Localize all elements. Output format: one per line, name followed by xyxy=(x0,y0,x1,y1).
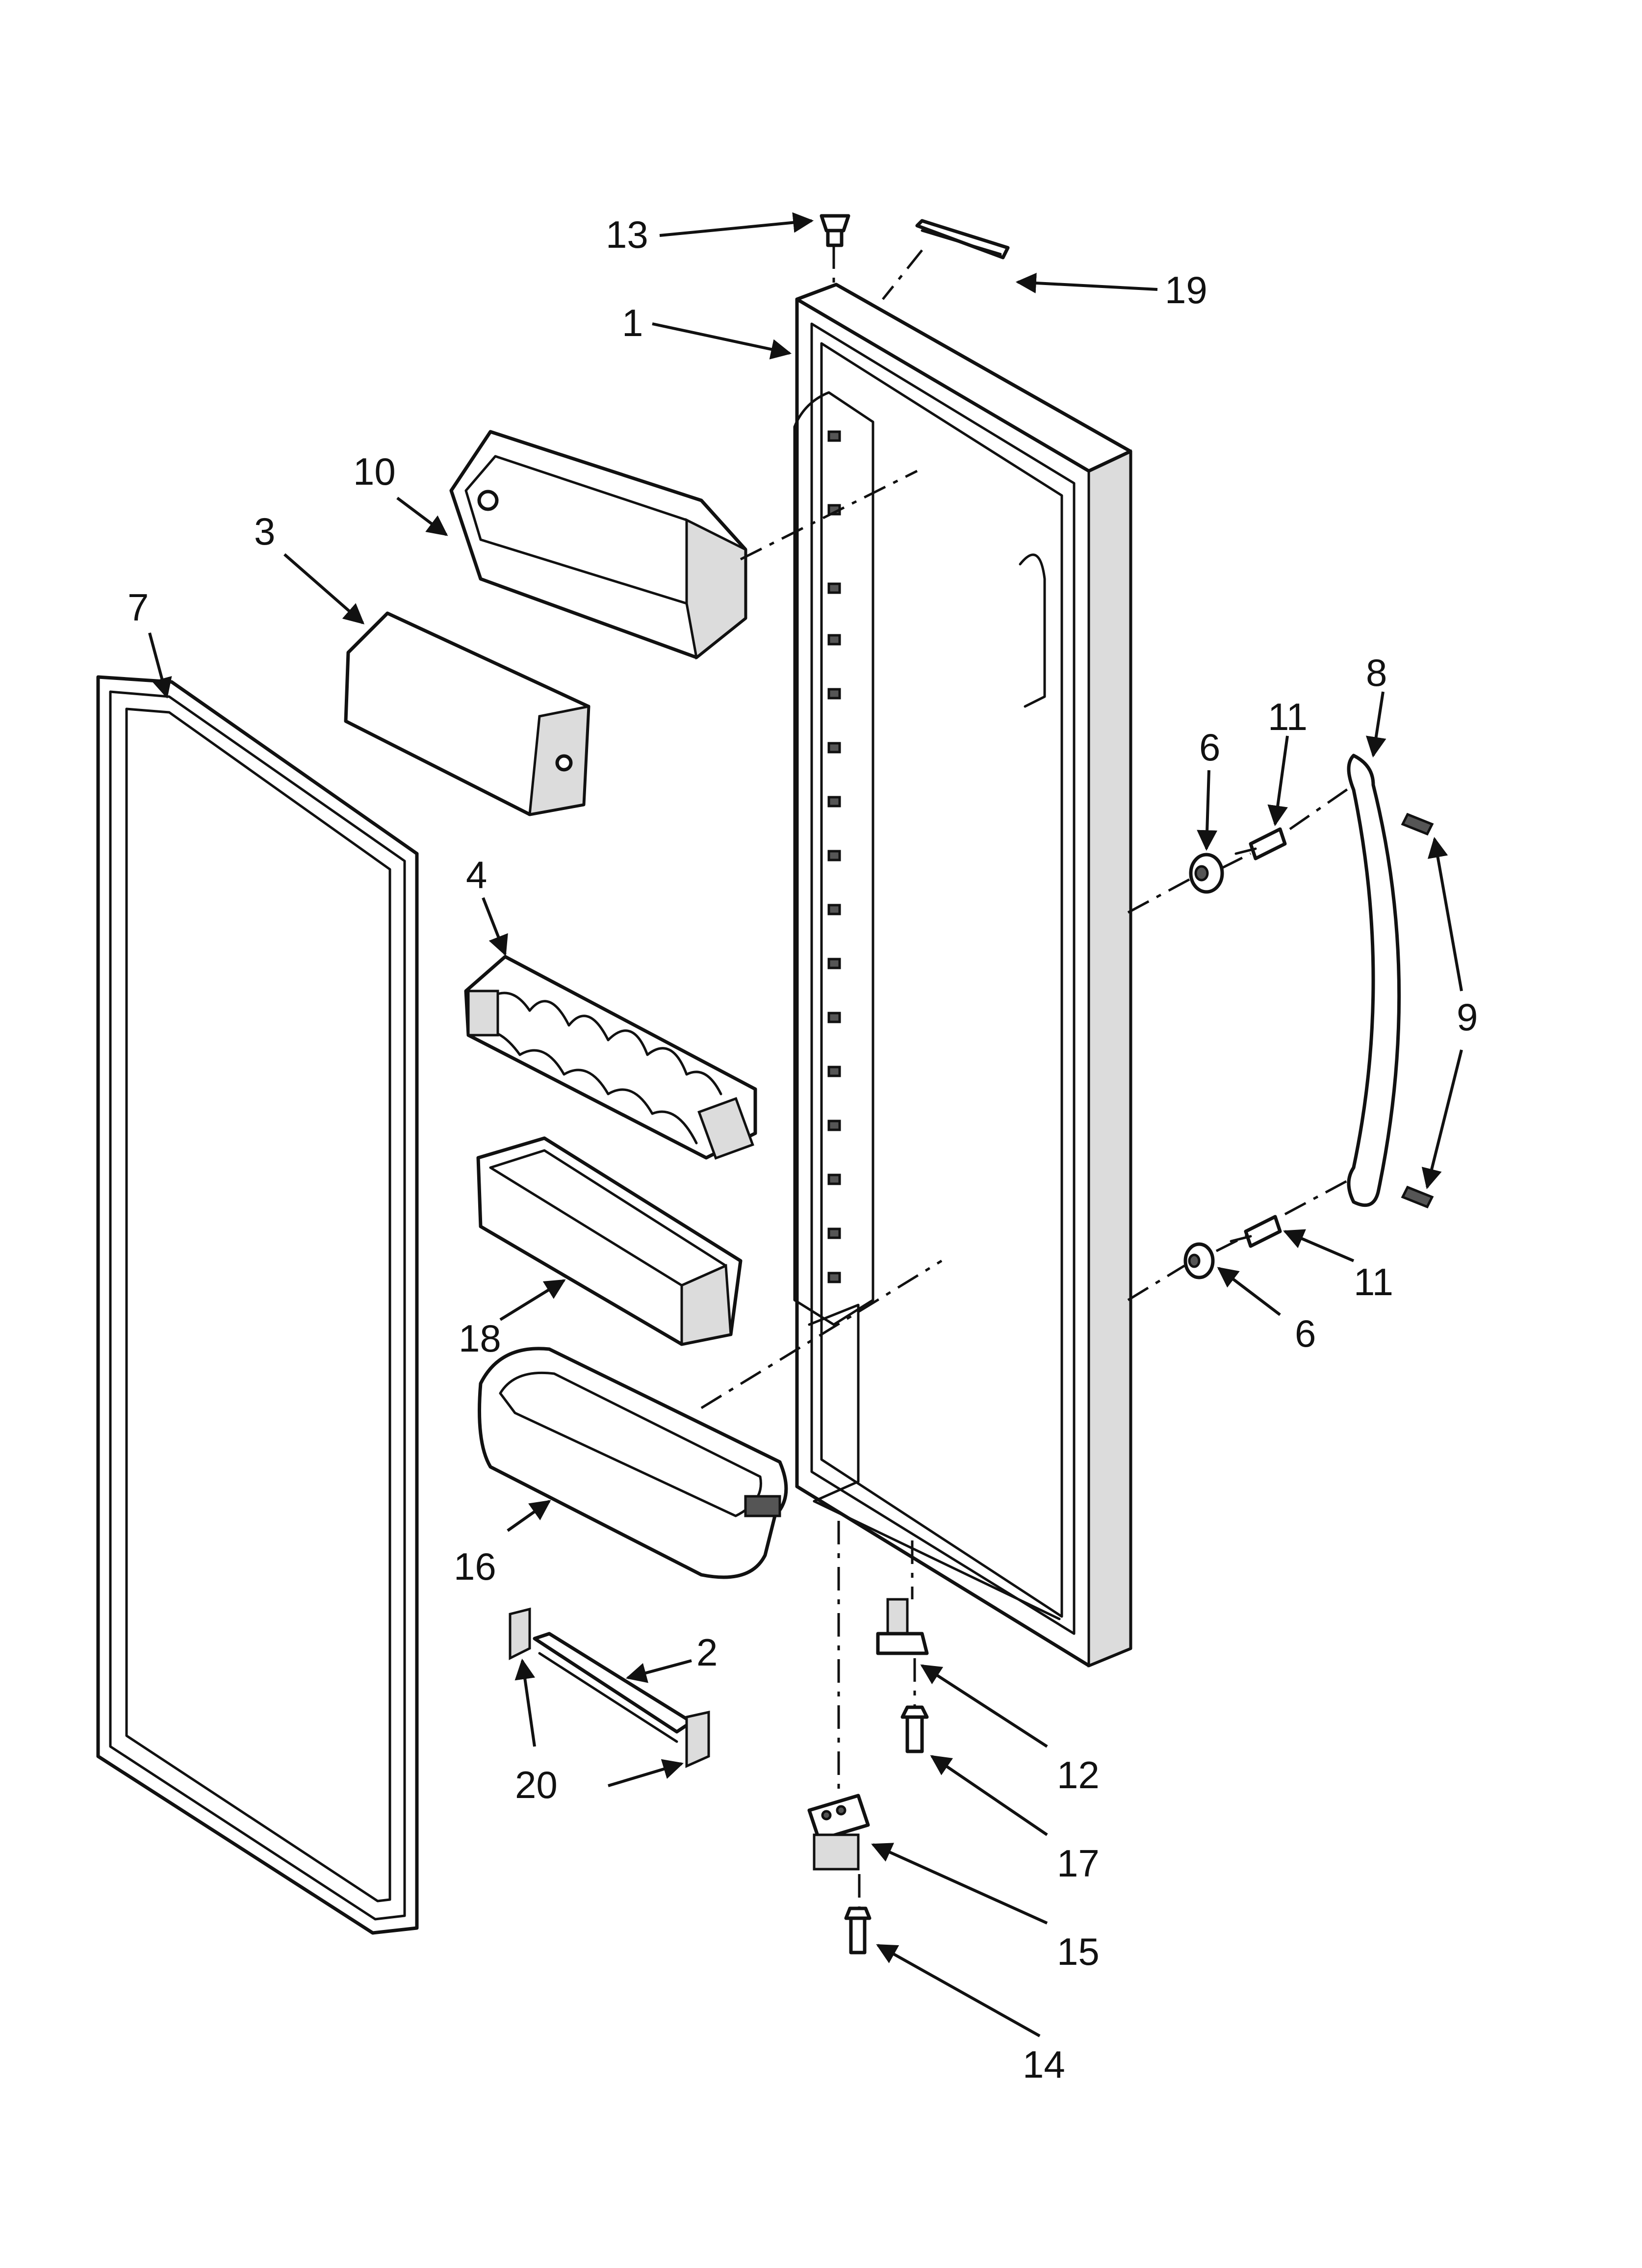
callout-6-bottom: 6 xyxy=(1295,1312,1316,1355)
door-bin xyxy=(476,1136,743,1346)
door-liner xyxy=(793,283,1132,1668)
dairy-door xyxy=(344,611,590,816)
callout-18: 18 xyxy=(459,1317,501,1360)
trim-end-cap-left xyxy=(509,1607,531,1661)
door-handle xyxy=(1347,754,1401,1207)
handle-set-screw-bottom xyxy=(1401,1185,1434,1209)
callout-16: 16 xyxy=(454,1545,496,1588)
callout-10: 10 xyxy=(353,450,396,493)
door-gasket xyxy=(96,675,419,1935)
can-rack-shelf xyxy=(464,955,757,1160)
callout-9: 9 xyxy=(1457,995,1478,1039)
callout-11-bottom: 11 xyxy=(1354,1260,1393,1303)
handle-mounting-spacer-bottom xyxy=(1183,1242,1215,1279)
callout-1: 1 xyxy=(622,301,643,344)
handle-mounting-spacer-top xyxy=(1189,853,1224,894)
callout-8: 8 xyxy=(1366,651,1387,694)
trim-end-cap-right xyxy=(685,1710,710,1768)
callout-3: 3 xyxy=(254,510,275,553)
callout-2: 2 xyxy=(696,1631,718,1674)
assembly-guide-lines xyxy=(700,245,1355,1908)
handle-set-screw-top xyxy=(1401,812,1434,836)
hinge-screw xyxy=(844,1906,872,1955)
trim-label xyxy=(915,219,1010,260)
callout-labels: 13 19 1 10 3 7 8 11 6 4 9 11 18 6 16 2 1… xyxy=(128,213,1478,2086)
bottom-door-bin xyxy=(478,1347,788,1579)
callout-11-top: 11 xyxy=(1268,695,1308,738)
handle-screw-top xyxy=(1234,827,1287,860)
callout-13: 13 xyxy=(606,213,648,256)
cam-screw xyxy=(900,1705,929,1753)
callout-6-top: 6 xyxy=(1199,726,1220,769)
door-closing-cam xyxy=(876,1598,929,1655)
leader-arrows xyxy=(148,212,1463,2037)
callout-4: 4 xyxy=(466,853,487,896)
handle-screw-bottom xyxy=(1230,1215,1282,1248)
callout-12: 12 xyxy=(1057,1753,1100,1797)
dairy-compartment-housing xyxy=(449,430,747,660)
callout-19: 19 xyxy=(1165,268,1207,312)
callout-7: 7 xyxy=(128,586,149,629)
door-trim xyxy=(533,1632,693,1743)
bottom-hinge-bracket xyxy=(807,1794,870,1871)
callout-17: 17 xyxy=(1057,1842,1100,1885)
callout-20: 20 xyxy=(515,1763,558,1806)
callout-15: 15 xyxy=(1057,1930,1100,1973)
hinge-pin-bushing-top xyxy=(820,214,850,247)
callout-14: 14 xyxy=(1023,2043,1065,2086)
